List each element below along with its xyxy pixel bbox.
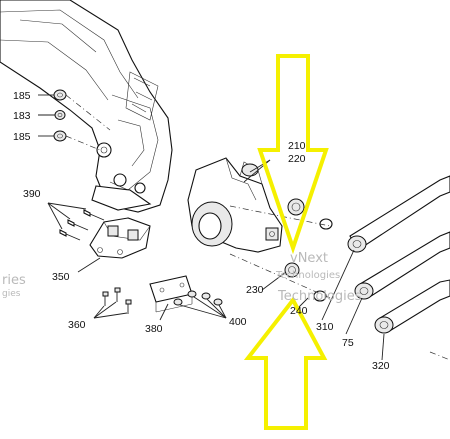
callout-75: 75 — [342, 337, 354, 349]
callout-390: 390 — [23, 188, 41, 200]
bushings — [229, 198, 333, 311]
frame-assembly — [0, 0, 173, 213]
callout-230: 230 — [246, 284, 264, 296]
callout-183: 183 — [13, 110, 31, 122]
nuts-400 — [173, 290, 227, 319]
callout-360: 360 — [68, 319, 86, 331]
callout-210: 210 — [288, 140, 306, 152]
callout-380: 380 — [145, 323, 163, 335]
watermark-left-top: ries — [2, 273, 26, 288]
watermark-center-bottom: Technologies — [277, 289, 362, 304]
bracket-350 — [47, 202, 151, 273]
callout-350: 350 — [52, 271, 70, 283]
plate-380 — [93, 275, 227, 321]
watermark-center-top: vNext — [290, 251, 328, 266]
callout-185-top: 185 — [13, 90, 31, 102]
callout-310: 310 — [316, 321, 334, 333]
pivot-housing — [187, 157, 283, 253]
callout-220: 220 — [288, 153, 306, 165]
callout-400: 400 — [229, 316, 247, 328]
callout-240: 240 — [290, 305, 308, 317]
highlight-arrow-up — [243, 296, 328, 430]
highlight-arrow-down — [257, 54, 329, 255]
watermark-center-mid: Technologies — [275, 270, 340, 281]
nut-washer-stack — [38, 89, 111, 151]
callout-320: 320 — [372, 360, 390, 372]
callout-185-bottom: 185 — [13, 131, 31, 143]
watermark-left-bottom: gies — [2, 289, 21, 299]
link-rods — [321, 175, 450, 361]
bolts-360 — [93, 287, 132, 319]
